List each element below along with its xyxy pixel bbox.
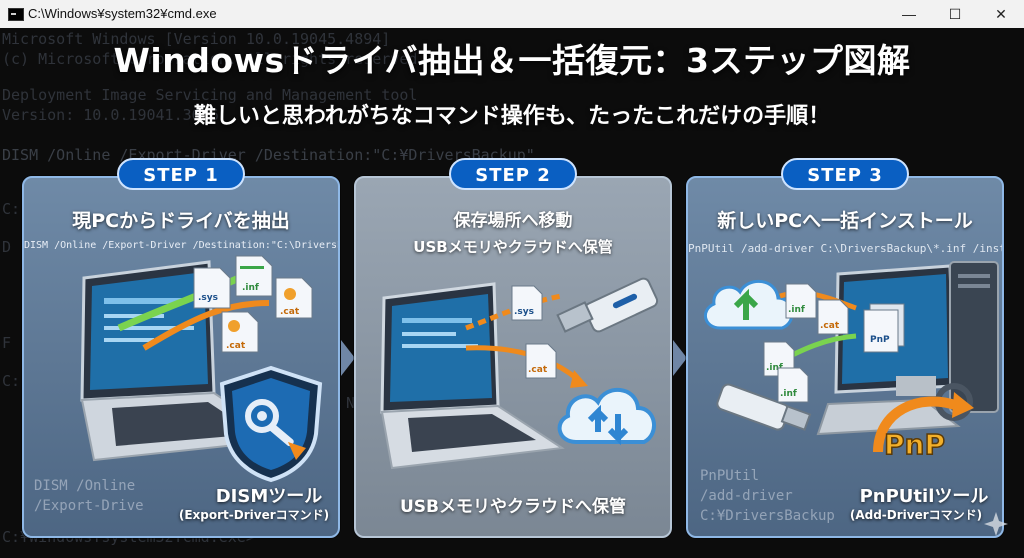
terminal-line: C: bbox=[2, 200, 21, 218]
step1-title: 現PCからドライバを抽出 bbox=[72, 210, 290, 232]
arrow-right-icon bbox=[673, 340, 687, 376]
shield-gear-icon bbox=[219, 365, 323, 483]
pnp-document-icon: PnP bbox=[863, 303, 905, 353]
step3-tool-name: PnPUtilツール bbox=[859, 486, 989, 507]
arrow-right-icon bbox=[341, 340, 355, 376]
cat-file-icon: .cat bbox=[221, 311, 259, 353]
step3-command: PnPUtil /add-driver C:\DriversBackup\*.i… bbox=[688, 242, 1004, 255]
file-label-cat: .cat bbox=[280, 307, 300, 317]
step2-panel: 保存場所へ移動 USBメモリやクラウドへ保管 .sys .cat bbox=[354, 176, 672, 538]
page-title: Windowsドライバ抽出＆一括復元：3ステップ図解 bbox=[113, 41, 911, 80]
file-label-cat: .cat bbox=[226, 341, 246, 351]
page-subtitle: 難しいと思われがちなコマンド操作も、たったこれだけの手順！ bbox=[193, 104, 831, 129]
file-label-inf: .inf bbox=[780, 389, 797, 399]
minimize-button[interactable]: — bbox=[902, 6, 916, 22]
step2-title: 保存場所へ移動 bbox=[453, 211, 573, 231]
close-button[interactable]: ✕ bbox=[995, 6, 1007, 22]
terminal-line: Version: 10.0.19041.3636 bbox=[2, 106, 219, 124]
step1-badge: STEP 1 bbox=[117, 158, 245, 190]
maximize-button[interactable]: ☐ bbox=[948, 6, 962, 22]
terminal-line: (c) Microsoft Corporation. All rights re… bbox=[2, 50, 427, 68]
step2-subtitle: USBメモリやクラウドへ保管 bbox=[413, 238, 613, 256]
step3-faint-command: PnPUtil /add-driver C:¥DriversBackup bbox=[700, 468, 835, 524]
pnp-doc-label: PnP bbox=[870, 335, 890, 345]
step2-bottom-label: USBメモリやクラウドへ保管 bbox=[399, 497, 626, 517]
terminal-line: C: bbox=[2, 372, 21, 390]
step1-tool-name: DISMツール bbox=[215, 486, 323, 507]
step3-badge: STEP 3 bbox=[781, 158, 909, 190]
step3-panel: 新しいPCへ一括インストール PnPUtil /add-driver C:\Dr… bbox=[686, 176, 1004, 538]
step1-command: DISM /Online /Export-Driver /Destination… bbox=[24, 240, 338, 251]
file-label-inf: .inf bbox=[788, 305, 805, 315]
file-label-cat: .cat bbox=[820, 321, 840, 331]
file-label-sys: .sys bbox=[198, 293, 218, 303]
step1-faint-command: DISM /Online /Export-Drive bbox=[34, 478, 144, 514]
terminal-line: D bbox=[2, 238, 12, 256]
inf-file-icon: .inf bbox=[785, 283, 817, 319]
laptop-illustration bbox=[380, 282, 588, 470]
step1-panel: 現PCからドライバを抽出 DISM /Online /Export-Driver… bbox=[22, 176, 340, 538]
window-titlebar[interactable]: C:\Windows¥system32¥cmd.exe — ☐ ✕ bbox=[0, 0, 1024, 28]
inf-file-icon: .inf bbox=[235, 255, 273, 297]
sparkle-icon bbox=[984, 512, 1008, 536]
pnp-logo-icon: PnP bbox=[873, 383, 974, 462]
pnp-logo-text: PnP bbox=[884, 428, 945, 461]
terminal-line: N bbox=[346, 394, 356, 412]
file-label-inf: .inf bbox=[766, 363, 783, 373]
cat-file-icon: .cat bbox=[525, 343, 557, 379]
step3-title: 新しいPCへ一括インストール bbox=[717, 210, 973, 232]
file-label-cat: .cat bbox=[528, 365, 548, 375]
file-label-sys: .sys bbox=[514, 307, 534, 317]
sys-file-icon: .sys bbox=[193, 267, 231, 309]
cmd-icon bbox=[8, 8, 24, 21]
terminal-line: Deployment Image Servicing and Managemen… bbox=[2, 86, 418, 104]
sys-file-icon: .sys bbox=[511, 285, 543, 321]
step2-badge: STEP 2 bbox=[449, 158, 577, 190]
cloud-sync-icon bbox=[557, 387, 656, 446]
terminal-line: F bbox=[2, 334, 12, 352]
window-title: C:\Windows¥system32¥cmd.exe bbox=[28, 6, 217, 21]
cat-file-icon: .cat bbox=[817, 299, 849, 335]
file-label-inf: .inf bbox=[242, 283, 259, 293]
terminal-line: Microsoft Windows [Version 10.0.19045.48… bbox=[2, 30, 391, 48]
cat-file-icon: .cat bbox=[275, 277, 313, 319]
usb-drive-icon bbox=[556, 277, 659, 333]
step3-tool-sub: (Add-Driverコマンド) bbox=[849, 508, 983, 522]
step1-tool-sub: (Export-Driverコマンド) bbox=[178, 508, 330, 522]
inf-file-icon: .inf bbox=[777, 367, 809, 403]
